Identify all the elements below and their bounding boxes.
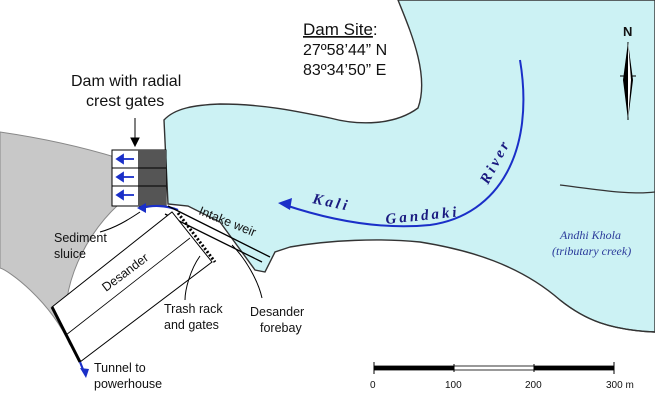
river-label-word-1: Kali	[310, 191, 351, 215]
dam-site-heading: Dam Site:	[303, 20, 378, 39]
river-bank-upper	[559, 184, 655, 194]
sluice-leader	[99, 211, 141, 233]
gate-flow-arrows	[115, 153, 134, 201]
scale-tick-0: 0	[370, 380, 376, 391]
sediment-label-line1: Sediment	[54, 231, 107, 245]
desander-end	[50, 306, 82, 363]
forebay-leader	[231, 244, 263, 299]
sediment-label-line2: sluice	[54, 247, 86, 261]
river-flow-arrow	[278, 59, 525, 228]
dam-site-longitude: 83º34’50” E	[303, 62, 386, 79]
intake-weir	[164, 205, 271, 263]
left-bank	[0, 131, 119, 346]
dam-site-latitude: 27º58’44” N	[303, 42, 387, 59]
north-arrow: N	[620, 24, 636, 120]
tunnel-label-line2: powerhouse	[94, 377, 162, 391]
forebay-label-line2: forebay	[260, 321, 302, 335]
creek-label-line2: (tributary creek)	[552, 244, 631, 258]
tunnel-arrow	[78, 361, 89, 378]
desander-inner	[65, 237, 191, 336]
dam-label-line1: Dam with radial	[71, 73, 181, 90]
river-bank-lower	[559, 299, 655, 333]
forebay-label-line1: Desander	[250, 305, 304, 319]
river-channel	[163, 0, 655, 333]
trash-rack-label-line1: Trash rack	[164, 302, 223, 316]
scale-bar: 0 100 200 300 m	[370, 362, 634, 391]
scale-tick-3: 300 m	[606, 380, 634, 391]
creek-label-line1: Andhi Khola	[559, 228, 621, 242]
dam-leader-head	[130, 137, 140, 148]
scale-tick-1: 100	[445, 380, 462, 391]
scale-tick-2: 200	[525, 380, 542, 391]
tunnel-label-line1: Tunnel to	[94, 361, 146, 375]
river-label-word-2: Gandaki	[385, 204, 461, 228]
north-letter: N	[623, 24, 632, 39]
dam-label-line2: crest gates	[86, 93, 164, 110]
trash-leader	[184, 255, 201, 301]
trash-rack-label-line2: and gates	[164, 318, 219, 332]
